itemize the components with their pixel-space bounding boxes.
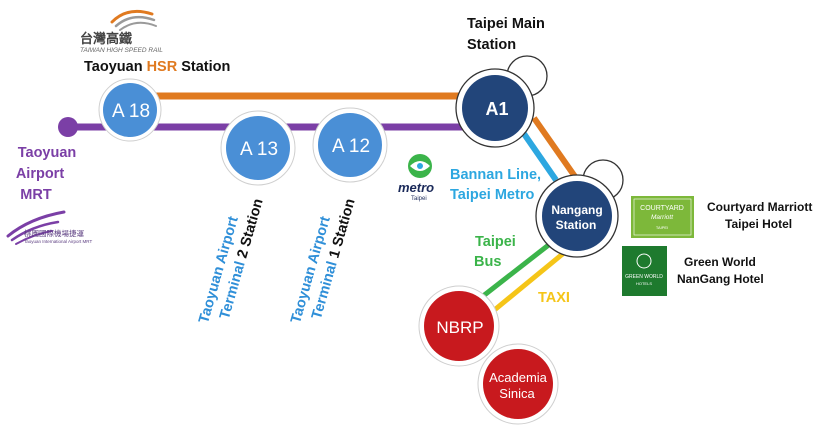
bannan-line-label-line2: Taipei Metro <box>450 187 534 203</box>
metro-logo-icon <box>408 154 432 178</box>
station-nangang-label-line2: Station <box>556 218 597 232</box>
metro-bannan-line-blue <box>517 126 559 182</box>
station-academia-sinica[interactable]: Academia Sinica <box>477 343 559 425</box>
metro-logo-word: metro <box>398 180 434 195</box>
green-world-logo-sub: HOTELS <box>636 281 652 286</box>
courtyard-logo-brand: Marriott <box>651 214 674 221</box>
station-a13[interactable]: A 13 <box>220 110 296 186</box>
station-a1-label: A1 <box>485 99 508 119</box>
taipei-main-label-line2: Station <box>467 37 516 53</box>
airport-mrt-logo: 桃園國際機場捷運 Taoyuan International Airport M… <box>6 210 92 245</box>
thsr-swoosh-icon <box>110 9 157 31</box>
station-nangang[interactable]: Nangang Station <box>535 159 624 258</box>
station-a1[interactable]: A1 <box>455 55 548 148</box>
bannan-line-label-line1: Bannan Line, <box>450 167 541 183</box>
airport-mrt-label-line3: MRT <box>20 187 52 203</box>
airport-mrt-label: Taoyuan Airport MRT <box>16 145 76 203</box>
airport-mrt-label-line2: Airport <box>16 166 65 182</box>
station-academia-label-line1: Academia <box>489 370 548 385</box>
taxi-line <box>490 250 567 314</box>
metro-logo-city: Taipei <box>411 196 427 202</box>
green-world-logo: GREEN WORLD HOTELS <box>622 246 667 296</box>
hsr-station-label: Taoyuan HSR Station <box>84 59 230 75</box>
airport-mrt-logo-chinese: 桃園國際機場捷運 <box>24 228 84 238</box>
green-world-leaf-icon <box>636 253 652 269</box>
courtyard-logo: COURTYARD Marriott TAIPEI <box>631 196 694 238</box>
green-world-hotel-label-line1: Green World <box>684 255 756 269</box>
station-a18-label: A 18 <box>112 101 150 122</box>
station-nbrp[interactable]: NBRP <box>418 285 500 367</box>
thsr-logo-chinese: 台灣高鐵 <box>80 31 132 46</box>
courtyard-hotel-label-line1: Courtyard Marriott <box>707 200 812 214</box>
airport-mrt-label-line1: Taoyuan <box>18 145 77 161</box>
airport-mrt-logo-english: Taoyuan International Airport MRT <box>24 239 92 244</box>
taipei-bus-label-line2: Bus <box>474 254 501 270</box>
terminal2-label: Taoyuan Airport Terminal 2 Station <box>196 197 267 325</box>
station-academia-label-line2: Sinica <box>499 386 535 401</box>
taxi-label: TAXI <box>538 290 570 306</box>
taipei-metro-logo: metro Taipei <box>398 154 434 202</box>
courtyard-logo-sub: TAIPEI <box>656 225 668 230</box>
taipei-main-label-line1: Taipei Main <box>467 16 545 32</box>
courtyard-hotel-label-line2: Taipei Hotel <box>725 217 792 231</box>
taipei-bus-label-line1: Taipei <box>475 234 516 250</box>
station-a18[interactable]: A 18 <box>98 78 162 142</box>
station-nbrp-label: NBRP <box>436 318 483 337</box>
bus-line <box>476 238 557 302</box>
station-nangang-label-line1: Nangang <box>551 203 602 217</box>
station-a12[interactable]: A 12 <box>312 107 388 183</box>
hsr-label-suffix: Station <box>177 59 230 75</box>
thsr-logo: 台灣高鐵 TAIWAN HIGH SPEED RAIL <box>80 9 163 54</box>
green-world-logo-name: GREEN WORLD <box>625 274 663 280</box>
station-a12-label: A 12 <box>332 136 370 157</box>
thsr-logo-english: TAIWAN HIGH SPEED RAIL <box>80 47 163 54</box>
airport-mrt-terminus-dot <box>58 117 78 137</box>
green-world-hotel-label-line2: NanGang Hotel <box>677 272 764 286</box>
connector-line-orange <box>531 116 579 180</box>
station-a13-label: A 13 <box>240 139 278 160</box>
terminal1-label: Taoyuan Airport Terminal 1 Station <box>288 197 359 325</box>
hsr-label-prefix: Taoyuan <box>84 59 147 75</box>
hsr-label-highlight: HSR <box>147 59 178 75</box>
courtyard-logo-name: COURTYARD <box>640 205 684 212</box>
airport-mrt-wing-icon <box>6 210 66 245</box>
